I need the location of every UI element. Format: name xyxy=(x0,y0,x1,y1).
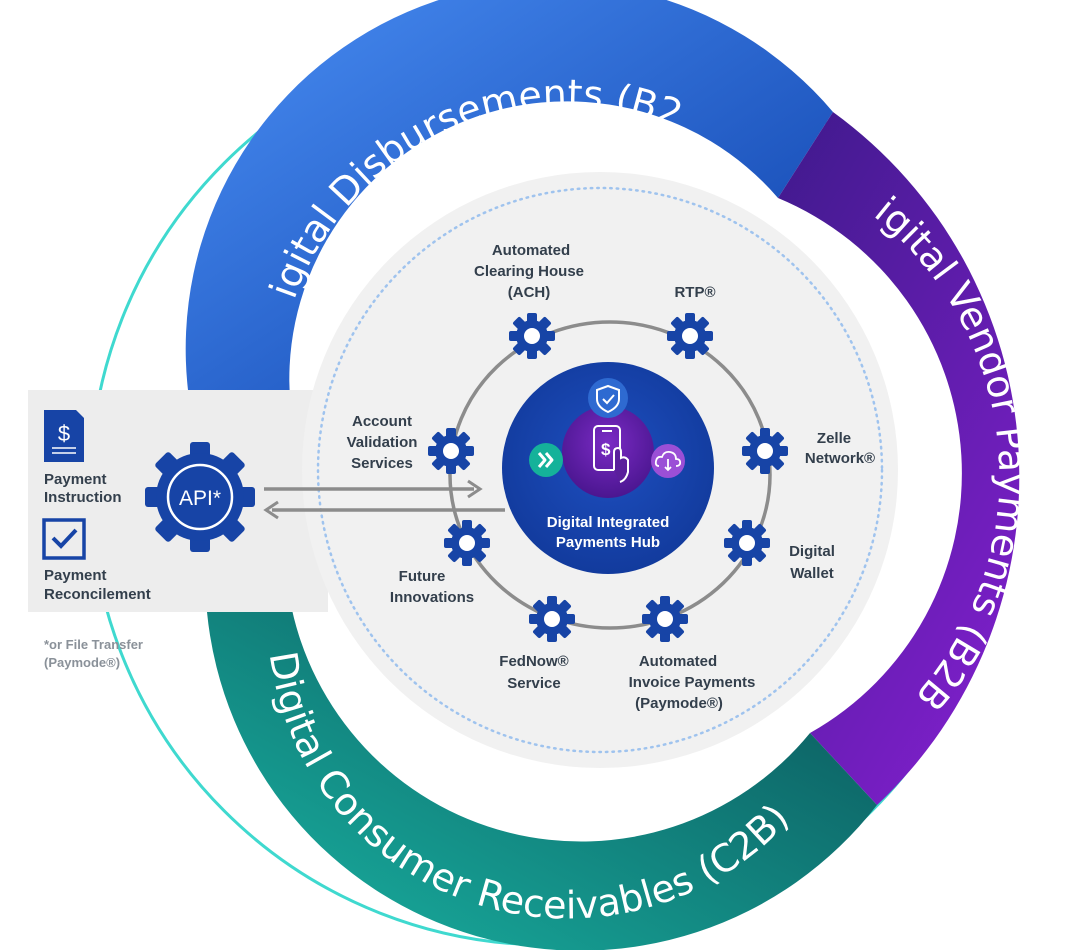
footnote-line2: (Paymode®) xyxy=(44,655,120,670)
svg-text:Innovations: Innovations xyxy=(390,589,474,606)
hub-center-disc xyxy=(562,406,654,498)
payment-instruction-line2: Instruction xyxy=(44,489,122,506)
gear-icon-ach[interactable] xyxy=(509,313,555,359)
svg-text:Zelle: Zelle xyxy=(817,430,851,447)
gear-icon-wallet[interactable] xyxy=(724,520,770,566)
svg-text:FedNow®: FedNow® xyxy=(499,653,568,670)
svg-text:(Paymode®): (Paymode®) xyxy=(635,695,723,712)
label-account: Account Validation Services xyxy=(347,413,418,472)
gear-icon-fednow[interactable] xyxy=(529,596,575,642)
hub-title-line2: Payments Hub xyxy=(556,534,660,551)
shield-check-icon xyxy=(588,378,628,418)
label-rtp: RTP® xyxy=(674,284,715,301)
document-dollar-icon: $ xyxy=(44,410,84,462)
hub-title-line1: Digital Integrated xyxy=(547,514,670,531)
payment-reconcilement-line1: Payment xyxy=(44,567,107,584)
svg-text:Future: Future xyxy=(399,568,446,585)
footnote-line1: *or File Transfer xyxy=(44,637,143,652)
segment-disbursements xyxy=(185,0,833,410)
svg-text:Clearing House: Clearing House xyxy=(474,263,584,280)
svg-text:$: $ xyxy=(58,421,70,446)
gear-icon-account[interactable] xyxy=(428,428,474,474)
label-invoice: Automated Invoice Payments (Paymode®) xyxy=(629,653,756,712)
gear-icon-rtp[interactable] xyxy=(667,313,713,359)
gear-icon-future[interactable] xyxy=(444,520,490,566)
svg-text:Automated: Automated xyxy=(492,242,570,259)
svg-text:RTP®: RTP® xyxy=(674,284,715,301)
svg-text:(ACH): (ACH) xyxy=(508,284,551,301)
segment-consumer-receivables xyxy=(207,600,877,950)
svg-text:Network®: Network® xyxy=(805,450,875,467)
svg-text:Services: Services xyxy=(351,455,413,472)
label-future: Future Innovations xyxy=(390,568,474,606)
label-ach: Automated Clearing House (ACH) xyxy=(474,242,584,301)
svg-text:Automated: Automated xyxy=(639,653,717,670)
api-gear-icon[interactable]: API* xyxy=(145,442,255,552)
cloud-download-icon xyxy=(651,444,685,478)
segment-vendor-payments xyxy=(778,112,1020,805)
payment-instruction-line1: Payment xyxy=(44,471,107,488)
svg-text:Invoice Payments: Invoice Payments xyxy=(629,674,756,691)
gear-icon-zelle[interactable] xyxy=(742,428,788,474)
gear-icon-invoice[interactable] xyxy=(642,596,688,642)
payment-reconcilement-line2: Reconcilement xyxy=(44,586,151,603)
label-zelle: Zelle Network® xyxy=(805,430,875,467)
label-fednow: FedNow® Service xyxy=(499,653,568,692)
api-label: API* xyxy=(179,487,221,510)
mobile-payment-icon: $ xyxy=(593,425,629,483)
svg-text:Account: Account xyxy=(352,413,412,430)
svg-text:Digital: Digital xyxy=(789,543,835,560)
dotted-boundary xyxy=(316,186,884,754)
fast-forward-icon xyxy=(529,443,563,477)
svg-text:Validation: Validation xyxy=(347,434,418,451)
api-hub-arrows xyxy=(263,479,505,520)
svg-text:$: $ xyxy=(601,440,611,459)
svg-text:Service: Service xyxy=(507,675,560,692)
svg-text:Wallet: Wallet xyxy=(790,565,834,582)
network-ring xyxy=(448,320,772,630)
label-wallet: Digital Wallet xyxy=(789,543,835,582)
checkbox-check-icon xyxy=(42,518,86,560)
